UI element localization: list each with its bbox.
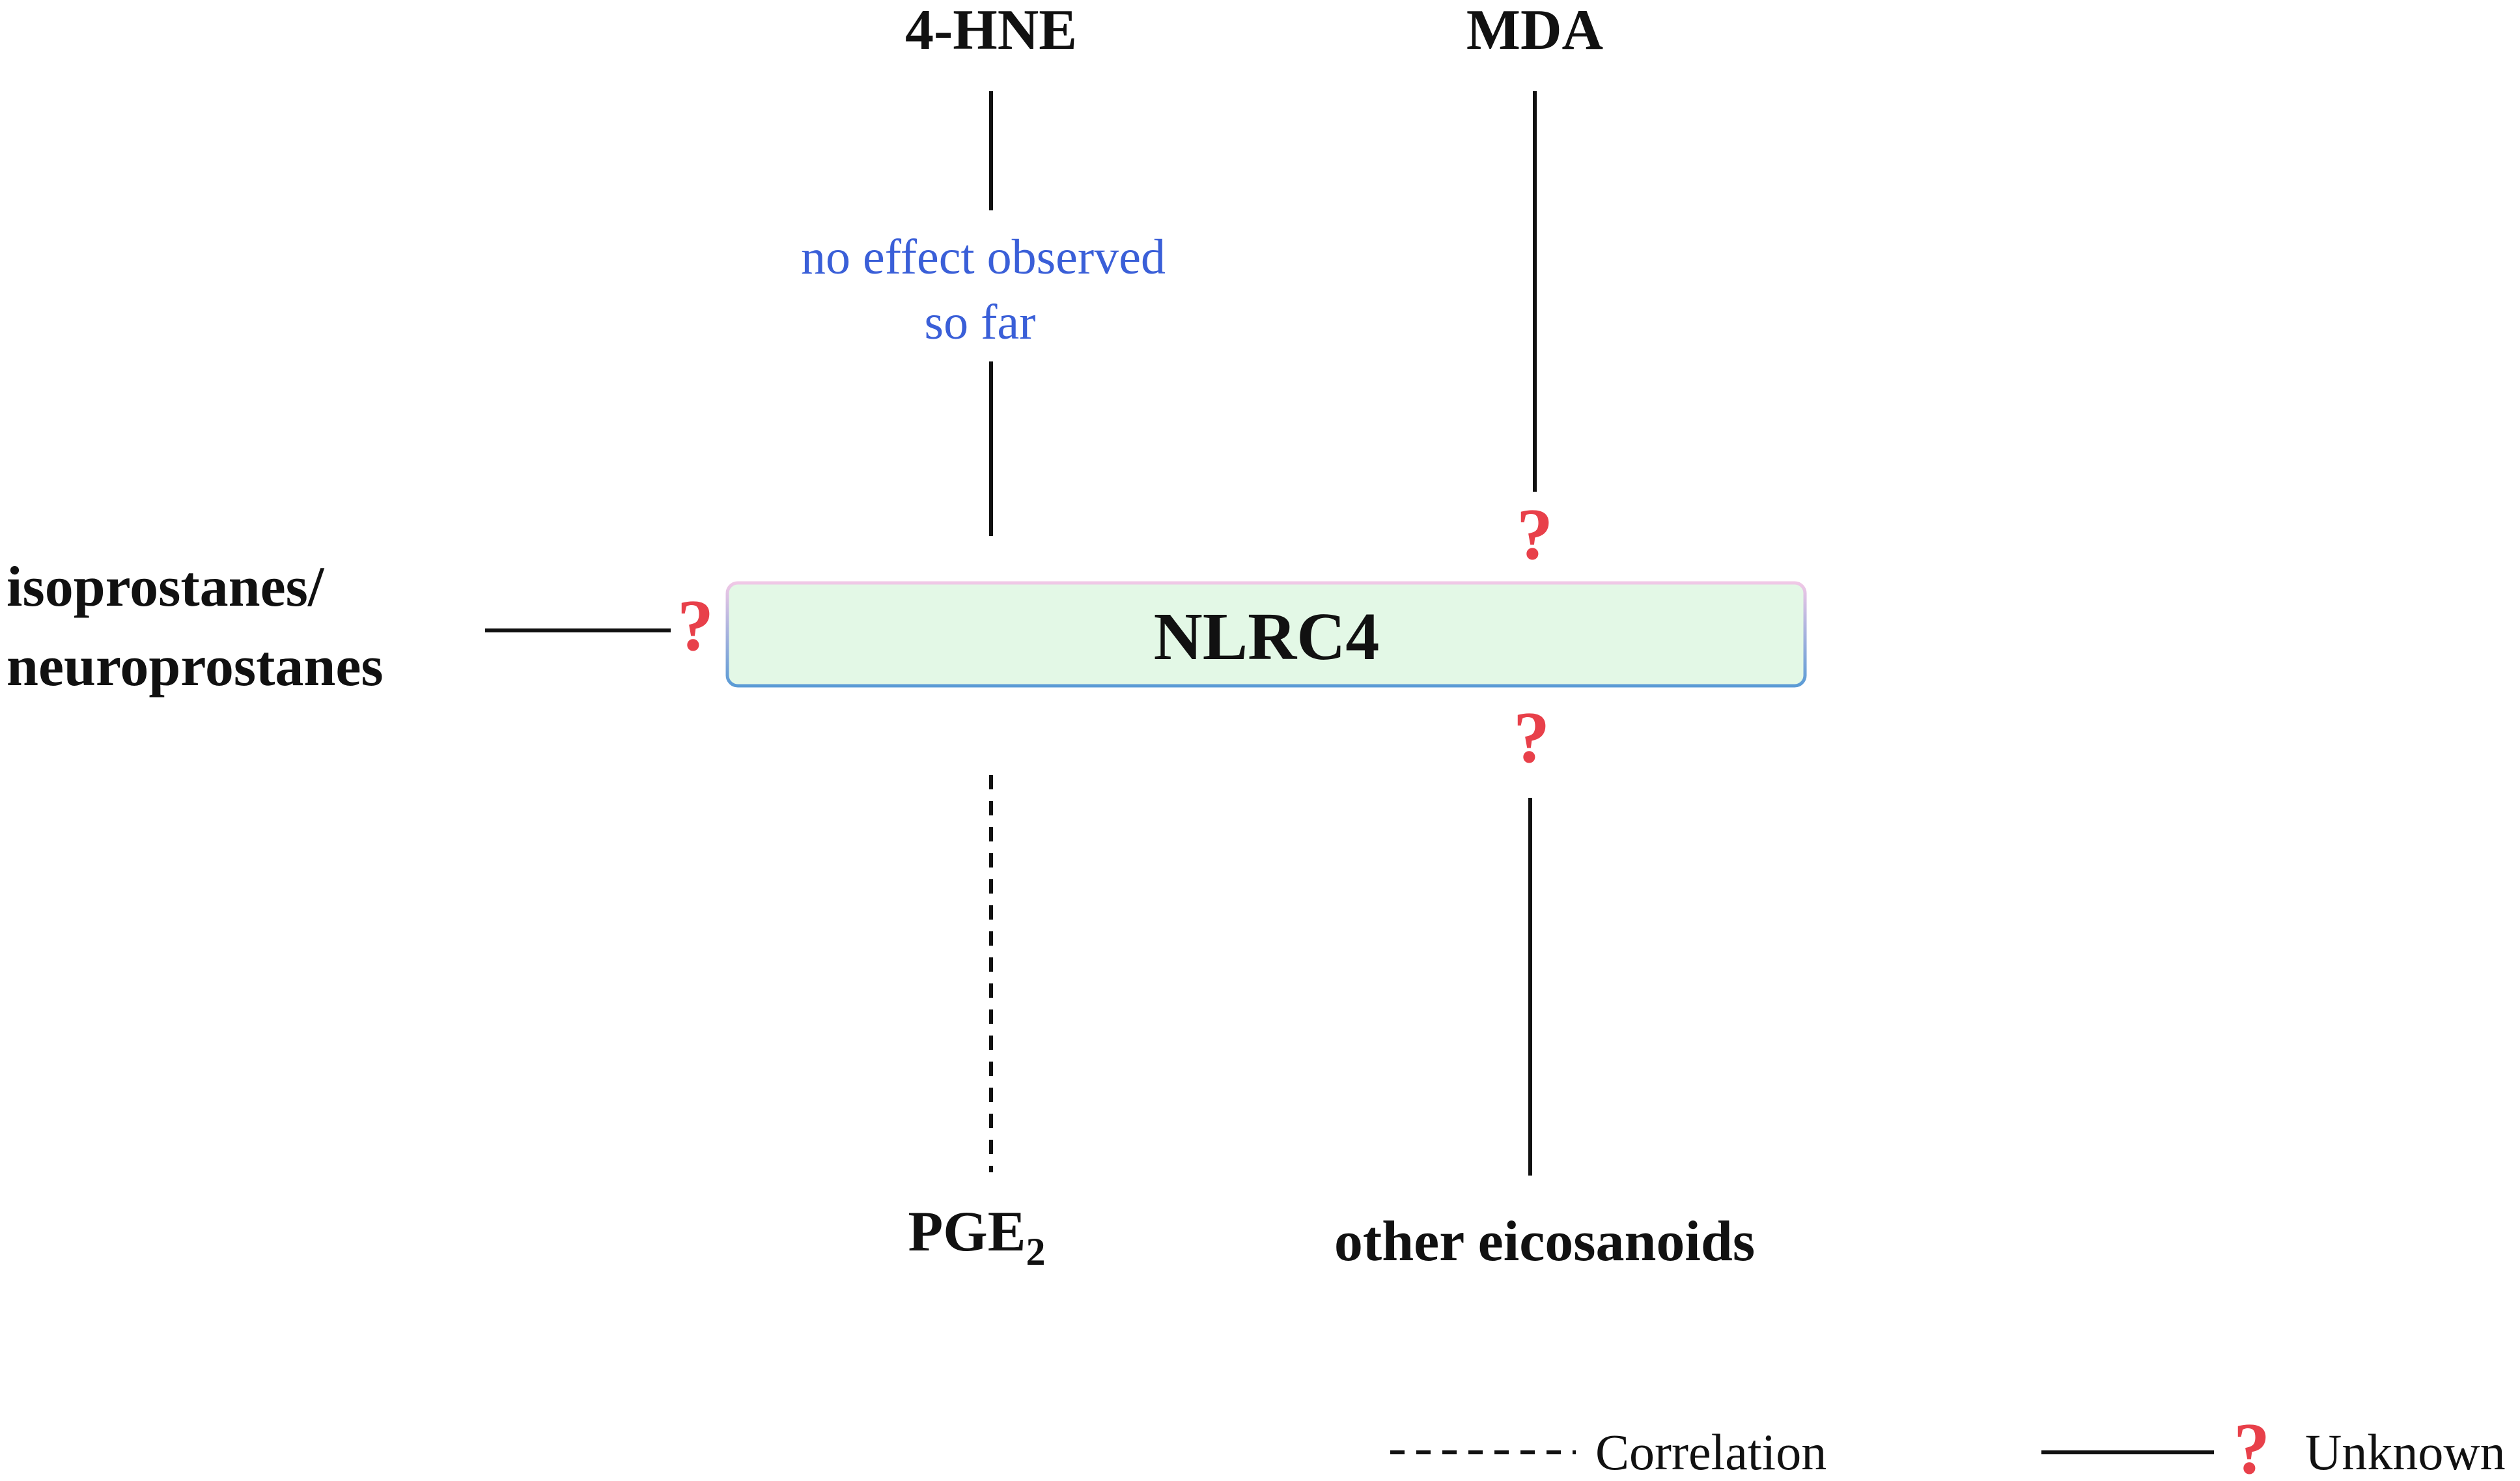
node-4-hne: 4-HNE [905,0,1077,62]
legend-unknown-label: Unknown [2305,1424,2506,1480]
node-other-eicosanoids: other eicosanoids [1334,1210,1755,1273]
node-pge2: PGE2 [908,1200,1046,1273]
node-isoprostanes-line1: isoprostanes/ [7,556,325,619]
nlrc4-box [725,581,1807,688]
node-isoprostanes-line2: neuroprostanes [7,635,384,698]
legend-unknown-question-icon: ? [2233,1409,2270,1481]
node-nlrc4: NLRC4 [1154,599,1380,674]
legend-correlation-label: Correlation [1595,1424,1827,1480]
mda-unknown-question-icon: ? [1517,494,1553,575]
isoprostanes-unknown-question-icon: ? [677,585,714,666]
hne-note-line1: no effect observed [801,230,1166,285]
node-mda: MDA [1466,0,1603,62]
hne-note-line2: so far [925,295,1036,350]
eicosanoids-unknown-question-icon: ? [1513,698,1550,778]
pge2-base: PGE [908,1200,1026,1263]
pge2-subscript: 2 [1026,1230,1045,1273]
